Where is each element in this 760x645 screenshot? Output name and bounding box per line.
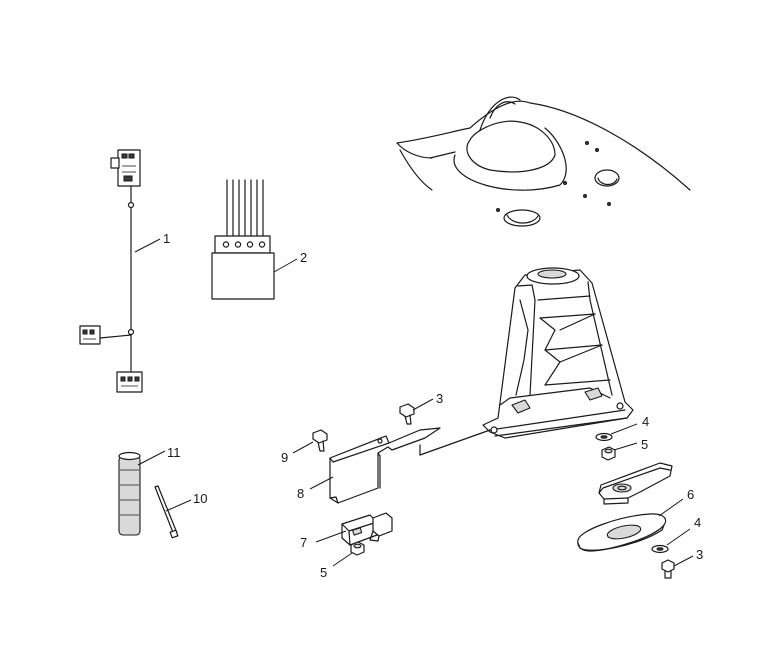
leader-9 bbox=[292, 441, 314, 454]
part-5-nut-lower[interactable] bbox=[350, 541, 365, 556]
callout-9: 9 bbox=[281, 450, 288, 465]
leader-3-lower bbox=[673, 555, 694, 567]
body-frame-panel bbox=[396, 96, 691, 227]
callout-3-upper: 3 bbox=[436, 391, 443, 406]
leader-5-lower bbox=[332, 552, 353, 567]
leader-5-upper bbox=[613, 442, 638, 451]
callout-7: 7 bbox=[300, 535, 307, 550]
part-1-wire-harness[interactable] bbox=[79, 149, 143, 393]
callout-1: 1 bbox=[163, 231, 170, 246]
callout-10: 10 bbox=[193, 491, 207, 506]
callout-2: 2 bbox=[300, 250, 307, 265]
callout-11: 11 bbox=[167, 445, 181, 460]
callout-4-upper: 4 bbox=[642, 414, 649, 429]
harness-connector-mid bbox=[79, 325, 101, 345]
callout-5-upper: 5 bbox=[641, 437, 648, 452]
part-6-steering-plate[interactable] bbox=[577, 513, 667, 552]
leader-10 bbox=[165, 499, 192, 512]
callout-8: 8 bbox=[297, 486, 304, 501]
callout-5-lower: 5 bbox=[320, 565, 327, 580]
leader-2 bbox=[273, 258, 298, 273]
callout-6: 6 bbox=[687, 487, 694, 502]
part-5-nut-upper[interactable] bbox=[601, 446, 616, 461]
part-11-sleeve[interactable] bbox=[118, 451, 141, 536]
part-3-bolt-upper[interactable] bbox=[399, 403, 415, 425]
leader-1 bbox=[134, 238, 161, 253]
part-9-bolt[interactable] bbox=[312, 429, 328, 452]
leader-4-upper bbox=[610, 423, 638, 435]
harness-connector-bottom bbox=[116, 371, 143, 393]
leader-11 bbox=[137, 450, 166, 466]
callout-4-lower: 4 bbox=[694, 515, 701, 530]
part-4-washer-upper[interactable] bbox=[595, 432, 613, 442]
steering-column-support bbox=[482, 267, 634, 439]
callout-3-lower: 3 bbox=[696, 547, 703, 562]
part-7-clamp[interactable] bbox=[341, 512, 393, 546]
leader-8 bbox=[309, 476, 334, 490]
steering-arm bbox=[598, 462, 673, 505]
part-3-bolt-lower[interactable] bbox=[661, 559, 675, 579]
leader-7 bbox=[315, 530, 347, 543]
leader-4-lower bbox=[666, 528, 691, 546]
leader-3-upper bbox=[412, 398, 434, 411]
harness-connector-top bbox=[110, 149, 141, 187]
part-4-washer-lower[interactable] bbox=[651, 544, 669, 554]
part-2-relay-module[interactable] bbox=[211, 179, 275, 300]
part-10-cable-tie[interactable] bbox=[154, 485, 179, 539]
part-8-mounting-bracket[interactable] bbox=[329, 427, 491, 504]
leader-6 bbox=[658, 498, 684, 517]
